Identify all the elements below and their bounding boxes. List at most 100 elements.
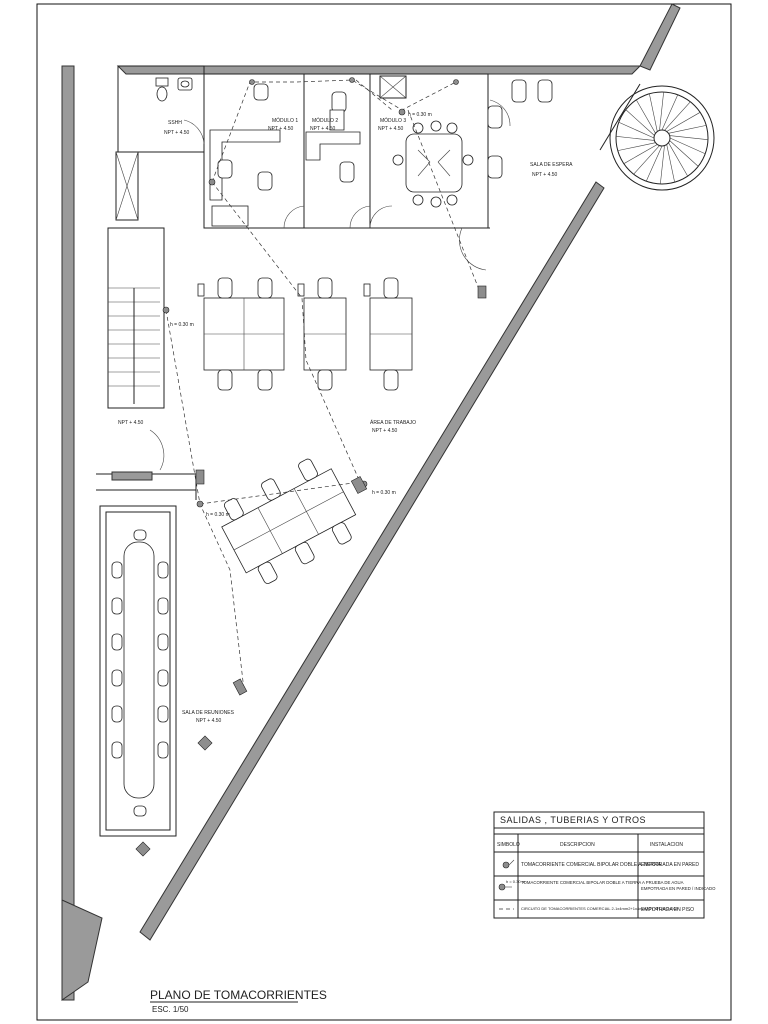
- legend-row-installation: EMPOTRADA EN PARED / INDICADO: [641, 886, 716, 891]
- workstations: [197, 277, 413, 391]
- level-label: NPT + 4.50: [196, 718, 222, 724]
- stair-tread: [669, 135, 709, 140]
- outlet-symbol-icon: [502, 861, 510, 869]
- floor-box: [477, 285, 487, 299]
- height-label: h = 0.30 m: [170, 322, 194, 328]
- outlet-symbol: [453, 79, 459, 85]
- meeting-chair: [133, 805, 147, 817]
- room-label-modulo2: MÓDULO 2: [312, 117, 338, 124]
- room-label-sala-reuniones: SALA DE REUNIONES: [182, 710, 235, 716]
- stair-tread: [668, 142, 688, 177]
- stair-tread: [618, 121, 655, 139]
- meeting-chair: [157, 705, 169, 723]
- meeting-chair: [111, 633, 123, 651]
- stair-tread: [669, 137, 706, 155]
- floor-box: [195, 469, 205, 485]
- stair-tread: [649, 93, 658, 132]
- level-label: NPT + 4.50: [378, 126, 404, 132]
- module-1-furniture: [209, 83, 281, 227]
- module-2-furniture: [305, 91, 361, 183]
- outlet-symbol: [162, 306, 170, 314]
- outlet-symbol: [249, 79, 255, 85]
- meeting-chair: [111, 741, 123, 759]
- stair-tread: [660, 145, 665, 185]
- legend-header-description: DESCRIPCION: [560, 842, 595, 848]
- stair-tread: [661, 94, 679, 131]
- stair-tread: [666, 112, 701, 132]
- meeting-chair: [111, 561, 123, 579]
- stair-tread: [645, 145, 663, 182]
- plan-scale: ESC. 1/50: [152, 1005, 189, 1014]
- legend-symbol-label: h = 0.30 m: [506, 879, 526, 884]
- outlet-symbol: [196, 500, 204, 508]
- level-label: NPT + 4.50: [164, 130, 190, 136]
- outlets: [135, 77, 487, 857]
- stair-tread: [668, 125, 707, 134]
- stair-tread: [615, 136, 655, 141]
- stair-tread: [664, 101, 691, 131]
- meeting-chair: [157, 741, 169, 759]
- outlet-symbol: [208, 178, 216, 186]
- stair-tower-wall: [639, 3, 681, 71]
- room-label-modulo1: MÓDULO 1: [272, 117, 298, 124]
- bathroom-fixtures: [155, 77, 193, 102]
- legend-header-symbol: SIMBOLO: [497, 842, 520, 848]
- meeting-chair: [157, 597, 169, 615]
- legend-row-installation: EMPOTRADA EN PISO: [641, 907, 694, 913]
- stair-tread: [659, 91, 664, 131]
- waiting-room-furniture: [487, 79, 553, 179]
- module-3-table: [392, 120, 474, 208]
- room-labels: SSHH NPT + 4.50 MÓDULO 1 NPT + 4.50 MÓDU…: [118, 112, 573, 724]
- level-label: NPT + 4.50: [268, 126, 294, 132]
- stair-tread: [625, 109, 655, 136]
- height-label: h = 0.30 m: [408, 112, 432, 118]
- meeting-chair: [157, 669, 169, 687]
- stair-tread: [633, 145, 660, 175]
- legend-table: SALIDAS , TUBERIAS Y OTROS SIMBOLO DESCR…: [493, 811, 716, 919]
- meeting-chair: [111, 705, 123, 723]
- spiral-staircase: [599, 83, 715, 191]
- plan-title: PLANO DE TOMACORRIENTES: [150, 988, 327, 1002]
- meeting-room: [99, 505, 177, 837]
- height-label: h = 0.30 m: [206, 512, 230, 518]
- meeting-chair: [157, 633, 169, 651]
- angled-workstations: [221, 458, 357, 584]
- floor-box: [350, 476, 368, 494]
- meeting-chair: [133, 529, 147, 541]
- legend-header-installation: INSTALACION: [650, 842, 683, 848]
- floor-box: [232, 678, 248, 696]
- room-label-modulo3: MÓDULO 3: [380, 117, 406, 124]
- floor-box: [135, 841, 151, 857]
- meeting-chair: [111, 669, 123, 687]
- stair-tread: [617, 142, 656, 151]
- legend-row-description: CIRCUITO DE TOMACORRIENTES COMERCIAL 2-1…: [521, 906, 679, 911]
- legend-row-installation: EMPOTRADA EN PARED: [641, 862, 699, 868]
- diagonal-wall: [139, 181, 605, 941]
- waterproof-outlet-icon: [498, 883, 506, 891]
- left-corner-wall: [61, 899, 103, 1001]
- legend-row-description: TOMACORRIENTE COMERCIAL BIPOLAR DOBLE A …: [521, 862, 662, 868]
- outlet-symbol: [349, 77, 355, 83]
- level-label: NPT + 4.50: [310, 126, 336, 132]
- room-label-sala-espera: SALA DE ESPERA: [530, 162, 573, 168]
- interior-partitions: [96, 65, 511, 500]
- legend-row-description: TOMACORRIENTE COMERCIAL BIPOLAR DOBLE A …: [521, 880, 684, 885]
- level-label: NPT + 4.50: [118, 420, 144, 426]
- left-wall: [61, 65, 75, 1001]
- meeting-chair: [111, 597, 123, 615]
- level-label: NPT + 4.50: [532, 172, 558, 178]
- legend-title: SALIDAS , TUBERIAS Y OTROS: [500, 815, 646, 825]
- room-label-sshh: SSHH: [168, 120, 182, 126]
- stair-tread: [636, 99, 656, 134]
- height-label: h = 0.30 m: [372, 490, 396, 496]
- sheet-border: [36, 3, 732, 1021]
- stair-tread: [623, 144, 658, 164]
- room-label-area-trabajo: ÁREA DE TRABAJO: [370, 419, 416, 426]
- floor-box: [197, 735, 213, 751]
- stair-tread: [669, 140, 699, 167]
- level-label: NPT + 4.50: [372, 428, 398, 434]
- outlet-symbol: [398, 108, 406, 116]
- top-wall: [116, 65, 642, 75]
- meeting-chair: [157, 561, 169, 579]
